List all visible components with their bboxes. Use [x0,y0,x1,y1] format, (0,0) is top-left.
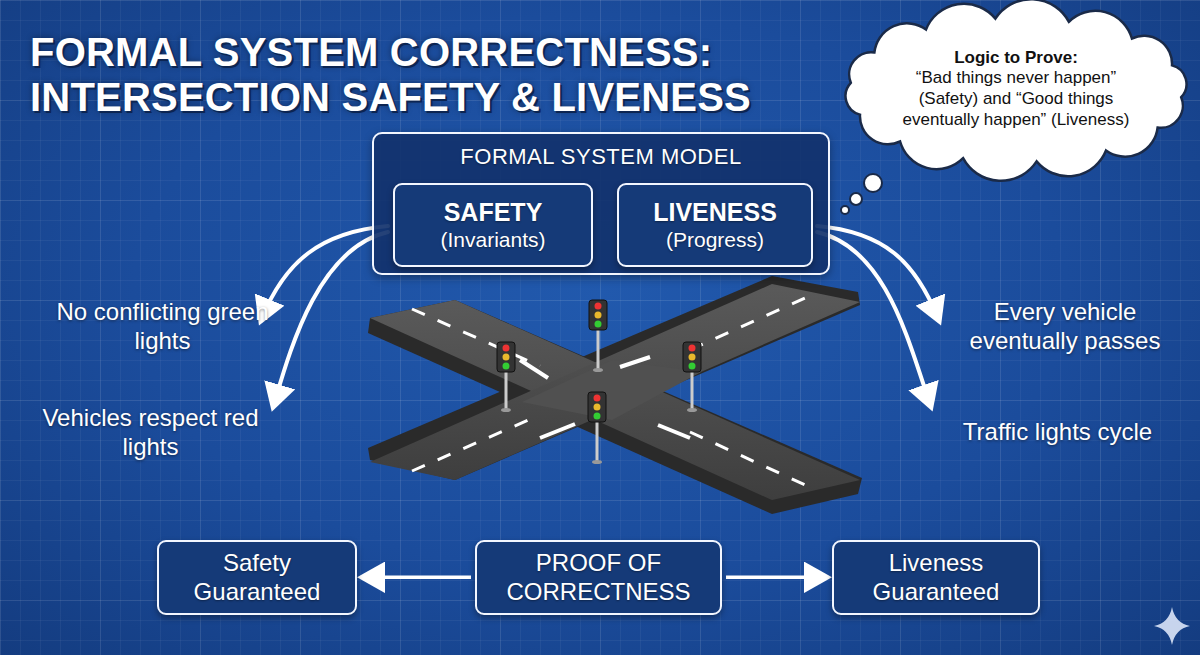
thought-cloud: Logic to Prove:“Bad things never happen”… [836,4,1196,176]
liveness-box: LIVENESS(Progress) [617,183,813,267]
annotation-label: Traffic lights cycle [935,418,1180,447]
connector-arrow [364,576,471,580]
model-container: FORMAL SYSTEM MODEL SAFETY(Invariants) LIV… [372,132,830,275]
node-text: SAFETY [444,197,543,228]
node-text: LIVENESS [653,197,777,228]
diagram-title: FORMAL SYSTEM CORRECTNESS: INTERSECTION … [30,30,850,120]
result-box: Safety Guaranteed [157,540,357,615]
safety-box: SAFETY(Invariants) [393,183,593,267]
annotation-label: Every vehicle eventually passes [950,298,1180,356]
connector-arrow [726,576,825,580]
annotation-label: Vehicles respect red lights [38,404,263,462]
node-text: FORMAL SYSTEM MODEL [460,144,741,171]
node-text: (Invariants) [440,227,545,253]
node-text: Safety Guaranteed [169,548,345,607]
node-text: Liveness Guaranteed [844,548,1028,607]
result-box: Liveness Guaranteed [832,540,1040,615]
node-text: PROOF OF CORRECTNESS [487,548,710,607]
node-text: Logic to Prove: [954,48,1078,69]
cloud-shape [846,0,1187,181]
node-text: “Bad things never happen” (Safety) and “… [884,68,1148,130]
annotation-label: No conflicting green lights [50,298,275,356]
proof-box: PROOF OF CORRECTNESS [475,540,722,615]
node-text: (Progress) [666,227,764,253]
